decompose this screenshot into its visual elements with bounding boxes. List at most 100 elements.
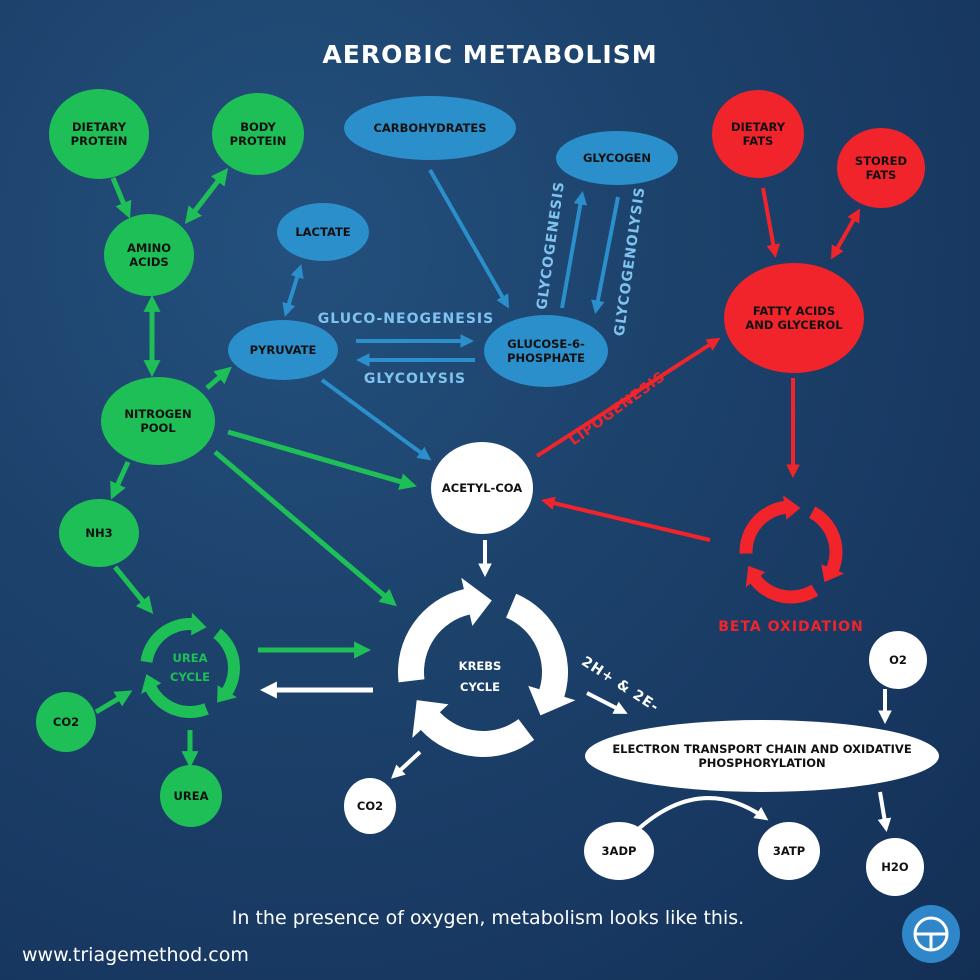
node-dietary-protein: DIETARY PROTEIN [49, 89, 149, 179]
urea-cycle-ring [140, 612, 240, 718]
svg-text:H2O: H2O [881, 860, 909, 874]
node-nh3: NH3 [59, 499, 139, 567]
svg-text:NH3: NH3 [85, 526, 112, 540]
arrow-carbohydrates-to-glucose [428, 169, 510, 309]
arrow-dietary-protein-to-amino-acids [110, 177, 132, 219]
arrow-pyruvate-to-acetyl-coa [320, 378, 432, 461]
triage-logo-icon[interactable] [902, 905, 960, 963]
urea-cycle-ring-segment [213, 628, 240, 703]
arrow-nh3-to-urea-cycle [113, 565, 154, 614]
urea-cycle-label-2: CYCLE [170, 670, 210, 684]
svg-text:POOL: POOL [140, 421, 176, 435]
node-pyruvate: PYRUVATE [228, 320, 338, 380]
arrow-co2-to-urea-cycle [94, 690, 133, 715]
node-dietary-fats: DIETARY FATS [712, 90, 804, 178]
svg-text:GLUCOSE-6-: GLUCOSE-6- [507, 337, 585, 351]
arrow-nitrogen-pool-to-acetyl-coa [227, 429, 417, 490]
svg-text:BODY: BODY [240, 120, 276, 134]
beta-oxidation-ring [739, 495, 845, 604]
svg-text:AMINO: AMINO [127, 241, 171, 255]
svg-text:PROTEIN: PROTEIN [230, 134, 287, 148]
svg-text:FATTY ACIDS: FATTY ACIDS [753, 304, 835, 318]
footer-caption: In the presence of oxygen, metabolism lo… [232, 907, 744, 929]
svg-text:ACETYL-COA: ACETYL-COA [442, 481, 522, 495]
svg-text:DIETARY: DIETARY [72, 120, 127, 134]
arrow-lipogenesis [535, 337, 721, 458]
node-3adp: 3ADP [584, 822, 654, 880]
svg-text:CO2: CO2 [53, 715, 79, 729]
svg-text:FATS: FATS [866, 168, 897, 182]
arrow-glycogenolysis [591, 196, 620, 315]
svg-text:FATS: FATS [743, 134, 774, 148]
beta-cycle-ring-segment [809, 506, 845, 583]
beta-oxidation-label: BETA OXIDATION [718, 619, 864, 635]
svg-text:AND GLYCEROL: AND GLYCEROL [745, 318, 843, 332]
krebs-cycle-ring [398, 577, 576, 758]
node-glycogen: GLYCOGEN [556, 131, 678, 185]
arrow-nitrogen-pool-to-krebs [213, 450, 397, 607]
node-stored-fats: STORED FATS [837, 128, 925, 208]
node-o2: O2 [869, 631, 927, 689]
svg-text:PHOSPHORYLATION: PHOSPHORYLATION [698, 756, 825, 770]
arrow-glycogenesis [560, 190, 588, 309]
website-url[interactable]: www.triagemethod.com [22, 944, 249, 966]
node-co2-bottom: CO2 [344, 778, 396, 834]
node-carbohydrates: CARBOHYDRATES [344, 96, 516, 160]
svg-text:NITROGEN: NITROGEN [124, 407, 191, 421]
urea-cycle-label-1: UREA [173, 651, 208, 665]
node-body-protein: BODY PROTEIN [212, 93, 304, 175]
svg-text:3ATP: 3ATP [773, 844, 805, 858]
lipogenesis-label: LIPOGENESIS [566, 368, 668, 449]
beta-cycle-ring-segment [745, 565, 819, 604]
svg-text:CO2: CO2 [357, 799, 383, 813]
svg-text:PROTEIN: PROTEIN [71, 134, 128, 148]
node-acetyl-coa: ACETYL-COA [431, 442, 533, 534]
node-fatty-acids-glycerol: FATTY ACIDS AND GLYCEROL [724, 263, 864, 373]
krebs-cycle-ring-segment [412, 700, 535, 758]
node-3atp: 3ATP [758, 822, 820, 880]
edges [94, 167, 892, 834]
svg-text:PYRUVATE: PYRUVATE [250, 343, 317, 357]
urea-cycle-ring-segment [140, 612, 207, 663]
arrow-pyruvate-lactate [282, 264, 304, 317]
node-amino-acids: AMINO ACIDS [104, 214, 194, 296]
krebs-cycle-ring-segment [506, 593, 576, 716]
arrow-nitrogen-pool-to-nh3 [110, 460, 131, 500]
node-lactate: LACTATE [277, 203, 369, 261]
krebs-cycle-label-2: CYCLE [460, 680, 500, 694]
arrow-nitrogen-pool-to-pyruvate [205, 366, 232, 390]
svg-text:LACTATE: LACTATE [295, 225, 350, 239]
svg-text:UREA: UREA [174, 789, 209, 803]
urea-cycle-ring-segment [141, 674, 209, 718]
node-electron-transport-chain: ELECTRON TRANSPORT CHAIN AND OXIDATIVE P… [585, 720, 939, 792]
arrow-beta-oxidation-to-acetyl-coa [541, 496, 711, 542]
node-co2-left: CO2 [36, 692, 96, 752]
node-glucose-6-phosphate: GLUCOSE-6- PHOSPHATE [484, 315, 608, 387]
svg-text:CARBOHYDRATES: CARBOHYDRATES [373, 121, 486, 135]
node-h2o: H2O [866, 838, 924, 896]
svg-text:PHOSPHATE: PHOSPHATE [507, 351, 585, 365]
arrow-etc-to-h2o [877, 791, 892, 833]
arrow-body-protein-amino-acids [184, 167, 229, 225]
node-nitrogen-pool: NITROGEN POOL [101, 377, 215, 465]
glycogenesis-label: GLYCOGENESIS [534, 180, 568, 311]
glycolysis-label: GLYCOLYSIS [364, 371, 466, 387]
arrow-stored-fats-fatty-acids [830, 208, 861, 260]
svg-text:ELECTRON TRANSPORT CHAIN AND O: ELECTRON TRANSPORT CHAIN AND OXIDATIVE [612, 742, 912, 756]
cycles: UREA CYCLE KREBS CYCLE BETA OXIDATION [140, 495, 864, 758]
arrow-krebs-to-etc [586, 691, 628, 714]
svg-text:GLYCOGEN: GLYCOGEN [583, 151, 651, 165]
beta-cycle-ring-segment [739, 495, 801, 554]
krebs-cycle-label-1: KREBS [459, 659, 502, 673]
svg-text:STORED: STORED [855, 154, 907, 168]
svg-text:O2: O2 [889, 653, 907, 667]
svg-text:3ADP: 3ADP [602, 844, 637, 858]
svg-text:DIETARY: DIETARY [731, 120, 786, 134]
diagram-title: AEROBIC METABOLISM [322, 40, 657, 69]
nodes: DIETARY PROTEIN BODY PROTEIN AMINO ACIDS… [36, 89, 939, 896]
electrons-label: 2H+ & 2E- [578, 654, 662, 716]
arrow-dietary-fats-to-fatty-acids [761, 187, 780, 259]
arrow-krebs-to-co2 [391, 750, 422, 779]
